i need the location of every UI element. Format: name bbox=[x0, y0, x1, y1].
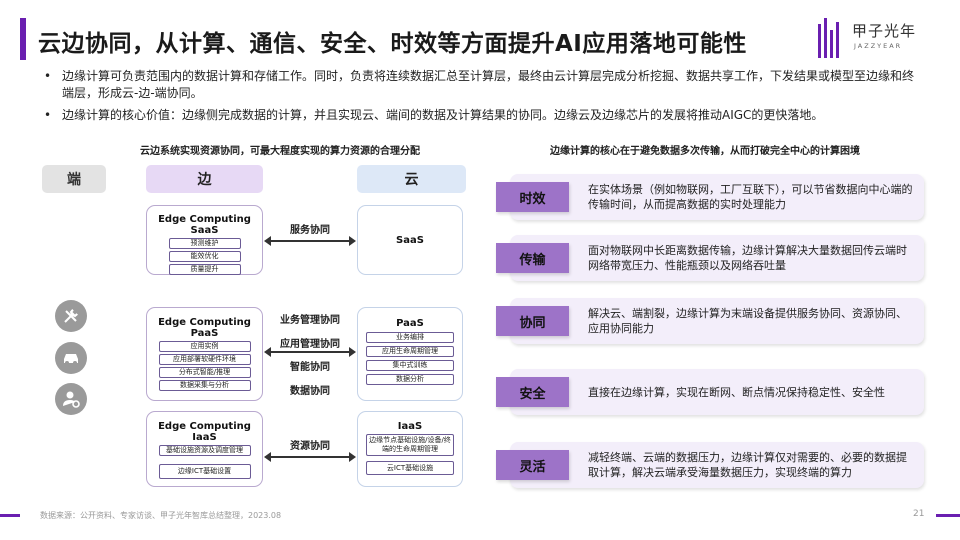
feature-card-security: 安全 直接在边缘计算，实现在断网、断点情况保持稳定性、安全性 bbox=[496, 369, 924, 415]
edge-paas-chip: 分布式智能/推理 bbox=[158, 367, 251, 378]
cloud-paas-chip: 集中式训练 bbox=[366, 360, 454, 371]
cloud-iaas-chip: 边缘节点基础设施/设备/终端的生命周期管理 bbox=[366, 434, 454, 456]
intro-bullets: 边缘计算可负责范围内的数据计算和存储工作。同时，负责将连续数据汇总至计算层，最终… bbox=[40, 68, 920, 129]
cloud-saas-title: SaaS bbox=[396, 234, 424, 246]
cloud-saas-box: SaaS bbox=[357, 205, 463, 275]
edge-saas-chip: 质量提升 bbox=[168, 264, 241, 275]
cloud-iaas-box: IaaS 边缘节点基础设施/设备/终端的生命周期管理 云ICT基础设施 bbox=[357, 411, 463, 487]
feature-text: 面对物联网中长距离数据传输，边缘计算解决大量数据回传云端时网络带宽压力、性能瓶颈… bbox=[588, 244, 907, 272]
feature-card-collaboration: 协同 解决云、端割裂，边缘计算为末端设备提供服务协同、资源协同、应用协同能力 bbox=[496, 298, 924, 344]
logo-bars-icon bbox=[818, 18, 844, 58]
link-label-business: 业务管理协同 bbox=[280, 315, 340, 326]
edge-iaas-subtitle: IaaS bbox=[192, 432, 217, 443]
cloud-paas-chip: 应用生命周期管理 bbox=[366, 346, 454, 357]
edge-iaas-chip: 基础设施资源及调度管理 bbox=[158, 445, 251, 456]
edge-iaas-title: Edge Computing bbox=[158, 421, 251, 432]
edge-saas-box: Edge Computing SaaS 预测维护 能效优化 质量提升 bbox=[146, 205, 263, 275]
link-label-intel: 智能协同 bbox=[290, 362, 330, 373]
edge-iaas-box: Edge Computing IaaS 基础设施资源及调度管理 边缘ICT基础设… bbox=[146, 411, 263, 487]
feature-card-transmission: 传输 面对物联网中长距离数据传输，边缘计算解决大量数据回传云端时网络带宽压力、性… bbox=[496, 235, 924, 281]
footer-source: 数据来源：公开资料、专家访谈、甲子光年智库总结整理，2023.08 bbox=[40, 511, 282, 520]
left-panel-caption: 云边系统实现资源协同，可最大程度实现的算力资源的合理分配 bbox=[140, 146, 420, 157]
logo-text: 甲子光年 bbox=[852, 22, 917, 40]
title-accent-bar bbox=[20, 18, 26, 60]
edge-paas-chip: 应用部署软硬件环境 bbox=[158, 354, 251, 365]
cloud-iaas-title: IaaS bbox=[397, 421, 423, 432]
cloud-iaas-chip: 云ICT基础设施 bbox=[366, 461, 454, 475]
page-title: 云边协同，从计算、通信、安全、时效等方面提升AI应用落地可能性 bbox=[38, 31, 747, 57]
double-arrow bbox=[264, 452, 356, 462]
edge-paas-box: Edge Computing PaaS 应用实例 应用部署软硬件环境 分布式智能… bbox=[146, 307, 263, 401]
right-panel-caption: 边缘计算的核心在于避免数据多次传输，从而打破完全中心的计算困境 bbox=[550, 146, 860, 157]
edge-paas-chip: 数据采集与分析 bbox=[158, 380, 251, 391]
feature-tag: 时效 bbox=[496, 182, 569, 212]
feature-text: 直接在边缘计算，实现在断网、断点情况保持稳定性、安全性 bbox=[588, 385, 885, 399]
edge-saas-chip: 预测维护 bbox=[168, 238, 241, 249]
car-icon bbox=[55, 342, 87, 374]
column-header-duan: 端 bbox=[42, 165, 106, 193]
feature-card-timeliness: 时效 在实体场景（例如物联网，工厂互联下），可以节省数据向中心端的传输时间，从而… bbox=[496, 174, 924, 220]
link-label-service: 服务协同 bbox=[290, 225, 330, 236]
edge-paas-chip: 应用实例 bbox=[158, 341, 251, 352]
link-label-resource: 资源协同 bbox=[290, 441, 330, 452]
double-arrow bbox=[264, 236, 356, 246]
feature-text: 在实体场景（例如物联网，工厂互联下），可以节省数据向中心端的传输时间，从而提高数… bbox=[588, 183, 913, 211]
bullet-item: 边缘计算可负责范围内的数据计算和存储工作。同时，负责将连续数据汇总至计算层，最终… bbox=[40, 68, 920, 102]
edge-iaas-chip: 边缘ICT基础设置 bbox=[158, 464, 251, 479]
column-header-bian: 边 bbox=[146, 165, 263, 193]
feature-tag: 传输 bbox=[496, 243, 569, 273]
logo-subtext: JAZZYEAR bbox=[854, 42, 903, 50]
user-gear-icon bbox=[55, 383, 87, 415]
feature-text: 减轻终端、云端的数据压力，边缘计算仅对需要的、必要的数据提取计算，解决云端承受海… bbox=[588, 451, 907, 479]
footer-accent-left bbox=[0, 514, 20, 517]
cloud-paas-chip: 业务编排 bbox=[366, 332, 454, 343]
bullet-item: 边缘计算的核心价值：边缘侧完成数据的计算，并且实现云、端间的数据及计算结果的协同… bbox=[40, 107, 920, 124]
tools-icon bbox=[55, 300, 87, 332]
column-header-yun: 云 bbox=[357, 165, 466, 193]
feature-tag: 协同 bbox=[496, 306, 569, 336]
double-arrow bbox=[264, 347, 356, 357]
cloud-paas-chip: 数据分析 bbox=[366, 374, 454, 385]
link-label-data: 数据协同 bbox=[290, 386, 330, 397]
cloud-paas-box: PaaS 业务编排 应用生命周期管理 集中式训练 数据分析 bbox=[357, 307, 463, 401]
link-label-app: 应用管理协同 bbox=[280, 339, 340, 350]
feature-tag: 灵活 bbox=[496, 450, 569, 480]
cloud-paas-title: PaaS bbox=[396, 318, 424, 329]
edge-saas-title: Edge Computing bbox=[158, 214, 251, 225]
feature-tag: 安全 bbox=[496, 377, 569, 407]
feature-card-flexibility: 灵活 减轻终端、云端的数据压力，边缘计算仅对需要的、必要的数据提取计算，解决云端… bbox=[496, 442, 924, 488]
edge-paas-title: Edge Computing bbox=[158, 317, 251, 328]
page-number: 21 bbox=[913, 509, 925, 519]
footer-accent-right bbox=[936, 514, 960, 517]
feature-text: 解决云、端割裂，边缘计算为末端设备提供服务协同、资源协同、应用协同能力 bbox=[588, 307, 907, 335]
edge-saas-subtitle: SaaS bbox=[190, 225, 219, 236]
edge-paas-subtitle: PaaS bbox=[190, 328, 219, 339]
brand-logo: 甲子光年 JAZZYEAR bbox=[818, 18, 928, 58]
edge-saas-chip: 能效优化 bbox=[168, 251, 241, 262]
